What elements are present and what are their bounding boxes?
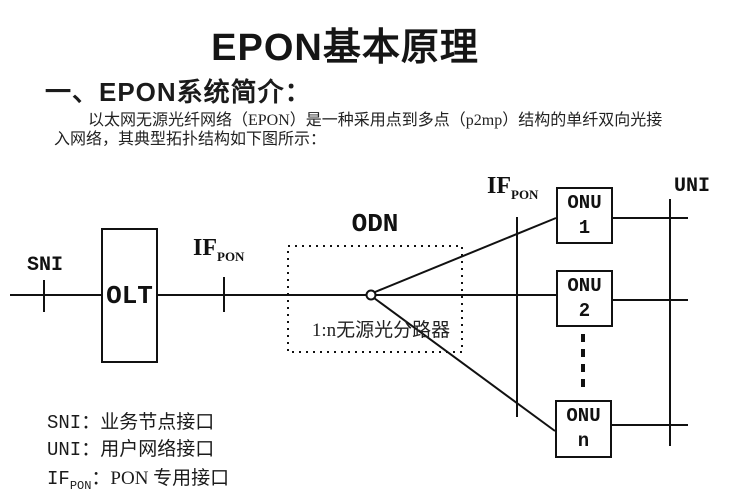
- intro-paragraph: 以太网无源光纤网络（EPON）是一种采用点到多点（p2mp）结构的单纤双向光接 …: [54, 111, 719, 149]
- onu2-label: ONU: [567, 274, 602, 297]
- legend-ifpon-term: IF: [47, 468, 70, 490]
- onu1-label: ONU: [567, 191, 602, 214]
- onu1-number: 1: [578, 216, 591, 239]
- odn-label: ODN: [351, 209, 399, 239]
- ifpon-right-sub: PON: [511, 186, 539, 202]
- legend-sni-desc: ：业务节点接口: [81, 412, 215, 433]
- legend-row-uni: UNI：用户网络接口: [47, 434, 214, 461]
- legend-sni-term: SNI: [47, 412, 82, 434]
- legend-ifpon-sub: PON: [69, 478, 92, 493]
- olt-box: OLT: [101, 228, 158, 363]
- olt-label: OLT: [106, 280, 153, 311]
- branch-to-onun: [373, 297, 556, 432]
- onu2-box: ONU 2: [556, 270, 613, 327]
- uni-label: UNI: [673, 175, 710, 198]
- onun-label: ONU: [566, 405, 601, 428]
- ifpon-right-label: IFPON: [487, 173, 539, 202]
- legend-ifpon-desc: ：PON 专用接口: [91, 468, 230, 489]
- ifpon-left-label: IFPON: [193, 235, 245, 264]
- onu1-box: ONU 1: [556, 187, 613, 244]
- legend-row-sni: SNI：业务节点接口: [47, 407, 214, 434]
- splitter-node: [365, 289, 377, 301]
- onu2-number: 2: [578, 299, 591, 322]
- legend-uni-desc: ：用户网络接口: [81, 439, 215, 460]
- section-heading: 一、EPON系统简介：: [45, 77, 312, 107]
- ifpon-left-sub: PON: [217, 248, 245, 264]
- ifpon-left-base: IF: [193, 235, 217, 261]
- splitter-label: 1:n无源光分路器: [311, 320, 451, 341]
- intro-line-2: 入网络，其典型拓扑结构如下图所示：: [54, 131, 327, 148]
- onun-number: n: [577, 430, 590, 452]
- page-title: EPON基本原理: [211, 27, 479, 69]
- onun-box: ONU n: [555, 400, 612, 458]
- ifpon-right-base: IF: [487, 173, 511, 199]
- legend-uni-term: UNI: [47, 439, 82, 461]
- title-wrap: EPON基本原理: [0, 16, 690, 71]
- branch-to-onu1: [374, 217, 557, 293]
- sni-label: SNI: [26, 254, 63, 277]
- intro-line-1: 以太网无源光纤网络（EPON）是一种采用点到多点（p2mp）结构的单纤双向光接: [88, 112, 663, 129]
- legend-row-ifpon: IFPON：PON 专用接口: [47, 463, 230, 493]
